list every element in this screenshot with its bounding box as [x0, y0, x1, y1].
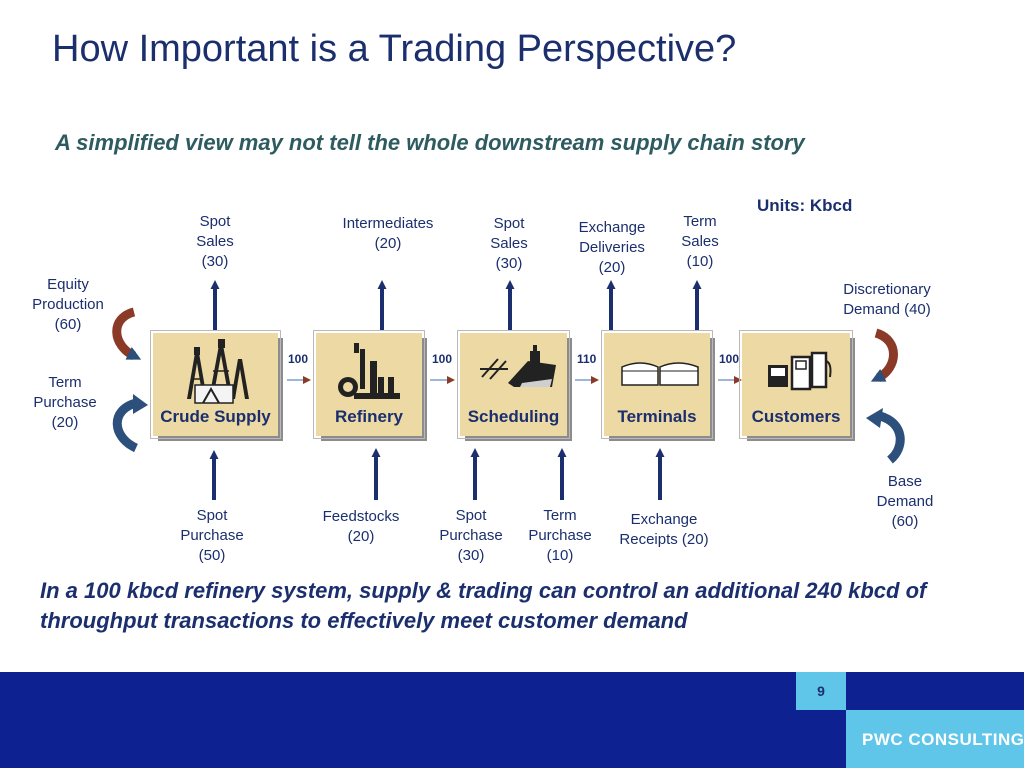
customers-label: Customers [751, 407, 841, 426]
ship-icon [480, 345, 556, 387]
spot-purchase-label: Spot Purchase (30) [439, 507, 503, 564]
oil-derrick-icon [187, 339, 249, 404]
feedstocks-label: Feedstocks (20) [322, 508, 400, 545]
base-demand-label: Base Demand (60) [876, 473, 934, 530]
conclusion-text: In a 100 kbcd refinery system, supply & … [40, 578, 927, 633]
page-title: How Important is a Trading Perspective? [52, 28, 737, 70]
curved-arrow-icon [112, 307, 142, 361]
gas-pump-icon [768, 351, 832, 391]
flow-value: 100 [288, 352, 309, 366]
refinery-box: Refinery [313, 330, 425, 439]
terminals-label: Terminals [617, 407, 697, 426]
curved-arrow-icon [112, 394, 148, 453]
page-number: 9 [796, 672, 846, 710]
flow-value: 110 [577, 352, 597, 366]
intermediates-label: Intermediates (20) [342, 215, 434, 252]
discretionary-demand-label: Discretionary Demand (40) [843, 281, 931, 318]
units-label: Units: Kbcd [757, 196, 853, 215]
crude-supply-label: Crude Supply [160, 407, 271, 426]
customers-box: Customers [739, 330, 853, 439]
term-purchase-label: Term Purchase (10) [528, 507, 592, 564]
spot-purchase-label: Spot Purchase (50) [180, 507, 244, 564]
refinery-icon [338, 343, 400, 399]
curved-arrow-icon [866, 408, 905, 464]
scheduling-box: Scheduling [457, 330, 570, 439]
scheduling-label: Scheduling [467, 407, 560, 426]
terminals-box: Terminals [601, 330, 713, 439]
subtitle: A simplified view may not tell the whole… [55, 130, 805, 155]
term-sales-label: Term Sales (10) [681, 213, 719, 270]
spot-sales-label: Spot Sales (30) [490, 215, 528, 272]
equity-production-label: Equity Production (60) [32, 276, 104, 333]
logo-text: PWC CONSULTING [862, 730, 1024, 749]
curved-arrow-icon [870, 328, 898, 383]
flow-value: 100 [719, 352, 740, 366]
exchange-deliveries-label: Exchange Deliveries (20) [578, 219, 646, 276]
exchange-receipts-label: Exchange Receipts (20) [619, 511, 709, 548]
flow-value: 100 [432, 352, 453, 366]
spot-sales-label: Spot Sales (30) [196, 213, 234, 270]
term-purchase-label: Term Purchase (20) [33, 374, 97, 431]
logo-box [846, 710, 1024, 768]
crude-supply-box: Crude Supply [150, 330, 281, 439]
refinery-label: Refinery [334, 407, 404, 426]
storage-tank-icon [621, 362, 699, 386]
